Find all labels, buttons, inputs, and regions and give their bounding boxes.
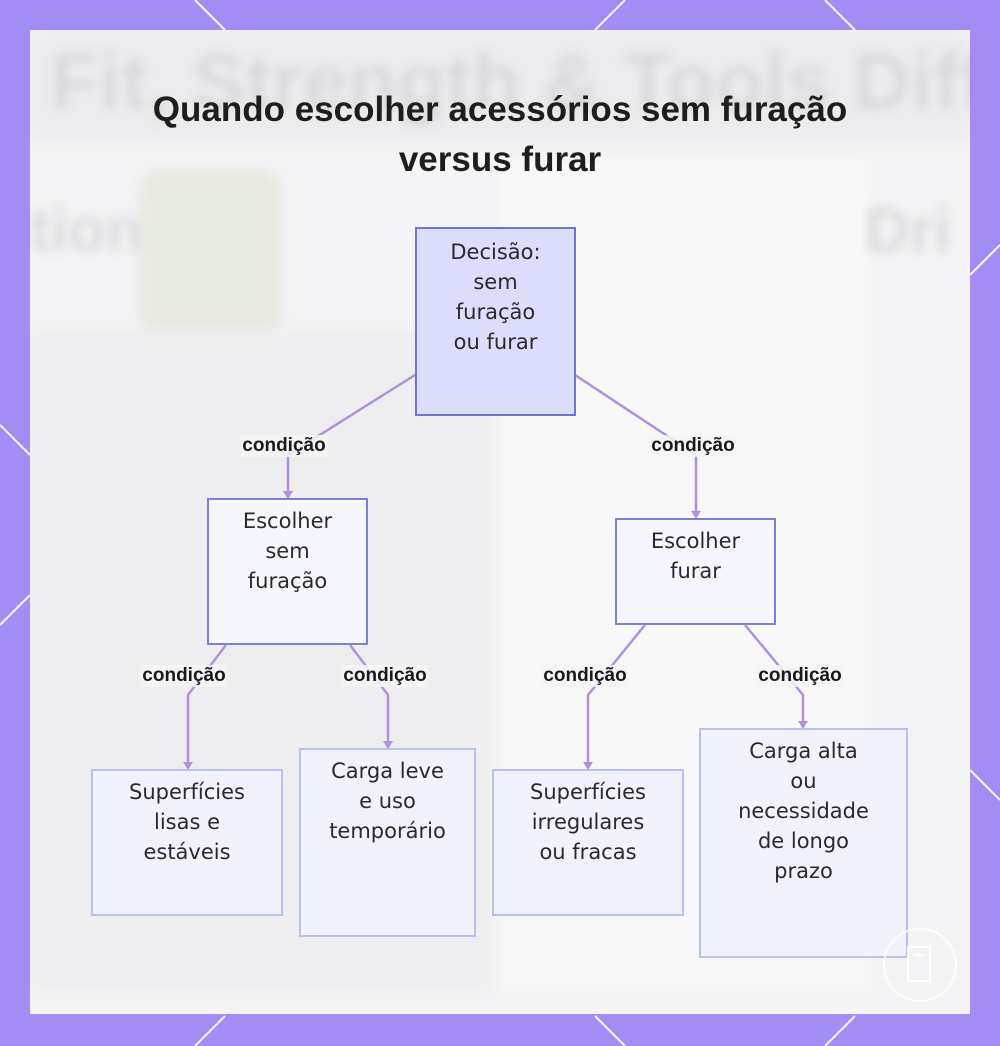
diagram-title: Quando escolher acessórios sem furação v… — [100, 85, 900, 185]
node-decision: Decisão: sem furação ou furar — [415, 227, 576, 416]
node-line: temporário — [329, 816, 446, 846]
node-line: ou — [738, 766, 869, 796]
node-line: necessidade — [738, 796, 869, 826]
node-line: sem — [450, 267, 540, 297]
node-line: estáveis — [129, 837, 245, 867]
edge-label-condition: condição — [140, 665, 227, 687]
watermark-logo-icon — [880, 925, 960, 1005]
node-line: ou fracas — [530, 837, 646, 867]
node-irregular-surfaces: Superfícies irregulares ou fracas — [492, 769, 684, 916]
node-choose-drill: Escolher furar — [615, 518, 776, 625]
edge-no-drill-smooth — [188, 645, 226, 768]
edge-drill-irregular — [588, 625, 645, 768]
node-line: lisas e — [129, 807, 245, 837]
node-line: furação — [243, 566, 332, 596]
edge-no-drill-light — [350, 645, 388, 747]
node-line: furação — [450, 297, 540, 327]
node-line: e uso — [329, 786, 446, 816]
node-smooth-surfaces: Superfícies lisas e estáveis — [91, 769, 283, 916]
node-line: prazo — [738, 856, 869, 886]
node-choose-no-drill: Escolher sem furação — [207, 498, 368, 645]
edge-label-condition: condição — [756, 665, 843, 687]
node-line: sem — [243, 536, 332, 566]
node-line: Carga leve — [329, 756, 446, 786]
edge-label-condition: condição — [649, 435, 736, 457]
node-light-load: Carga leve e uso temporário — [299, 748, 476, 937]
node-line: furar — [651, 556, 740, 586]
node-line: Decisão: — [450, 237, 540, 267]
node-line: ou furar — [450, 327, 540, 357]
edge-label-condition: condição — [240, 435, 327, 457]
node-line: Escolher — [651, 526, 740, 556]
node-line: Superfícies — [530, 777, 646, 807]
edge-label-condition: condição — [541, 665, 628, 687]
node-line: Escolher — [243, 506, 332, 536]
node-line: Superfícies — [129, 777, 245, 807]
node-heavy-load: Carga alta ou necessidade de longo prazo — [699, 728, 908, 958]
node-line: de longo — [738, 826, 869, 856]
edge-label-condition: condição — [341, 665, 428, 687]
node-line: irregulares — [530, 807, 646, 837]
node-line: Carga alta — [738, 736, 869, 766]
